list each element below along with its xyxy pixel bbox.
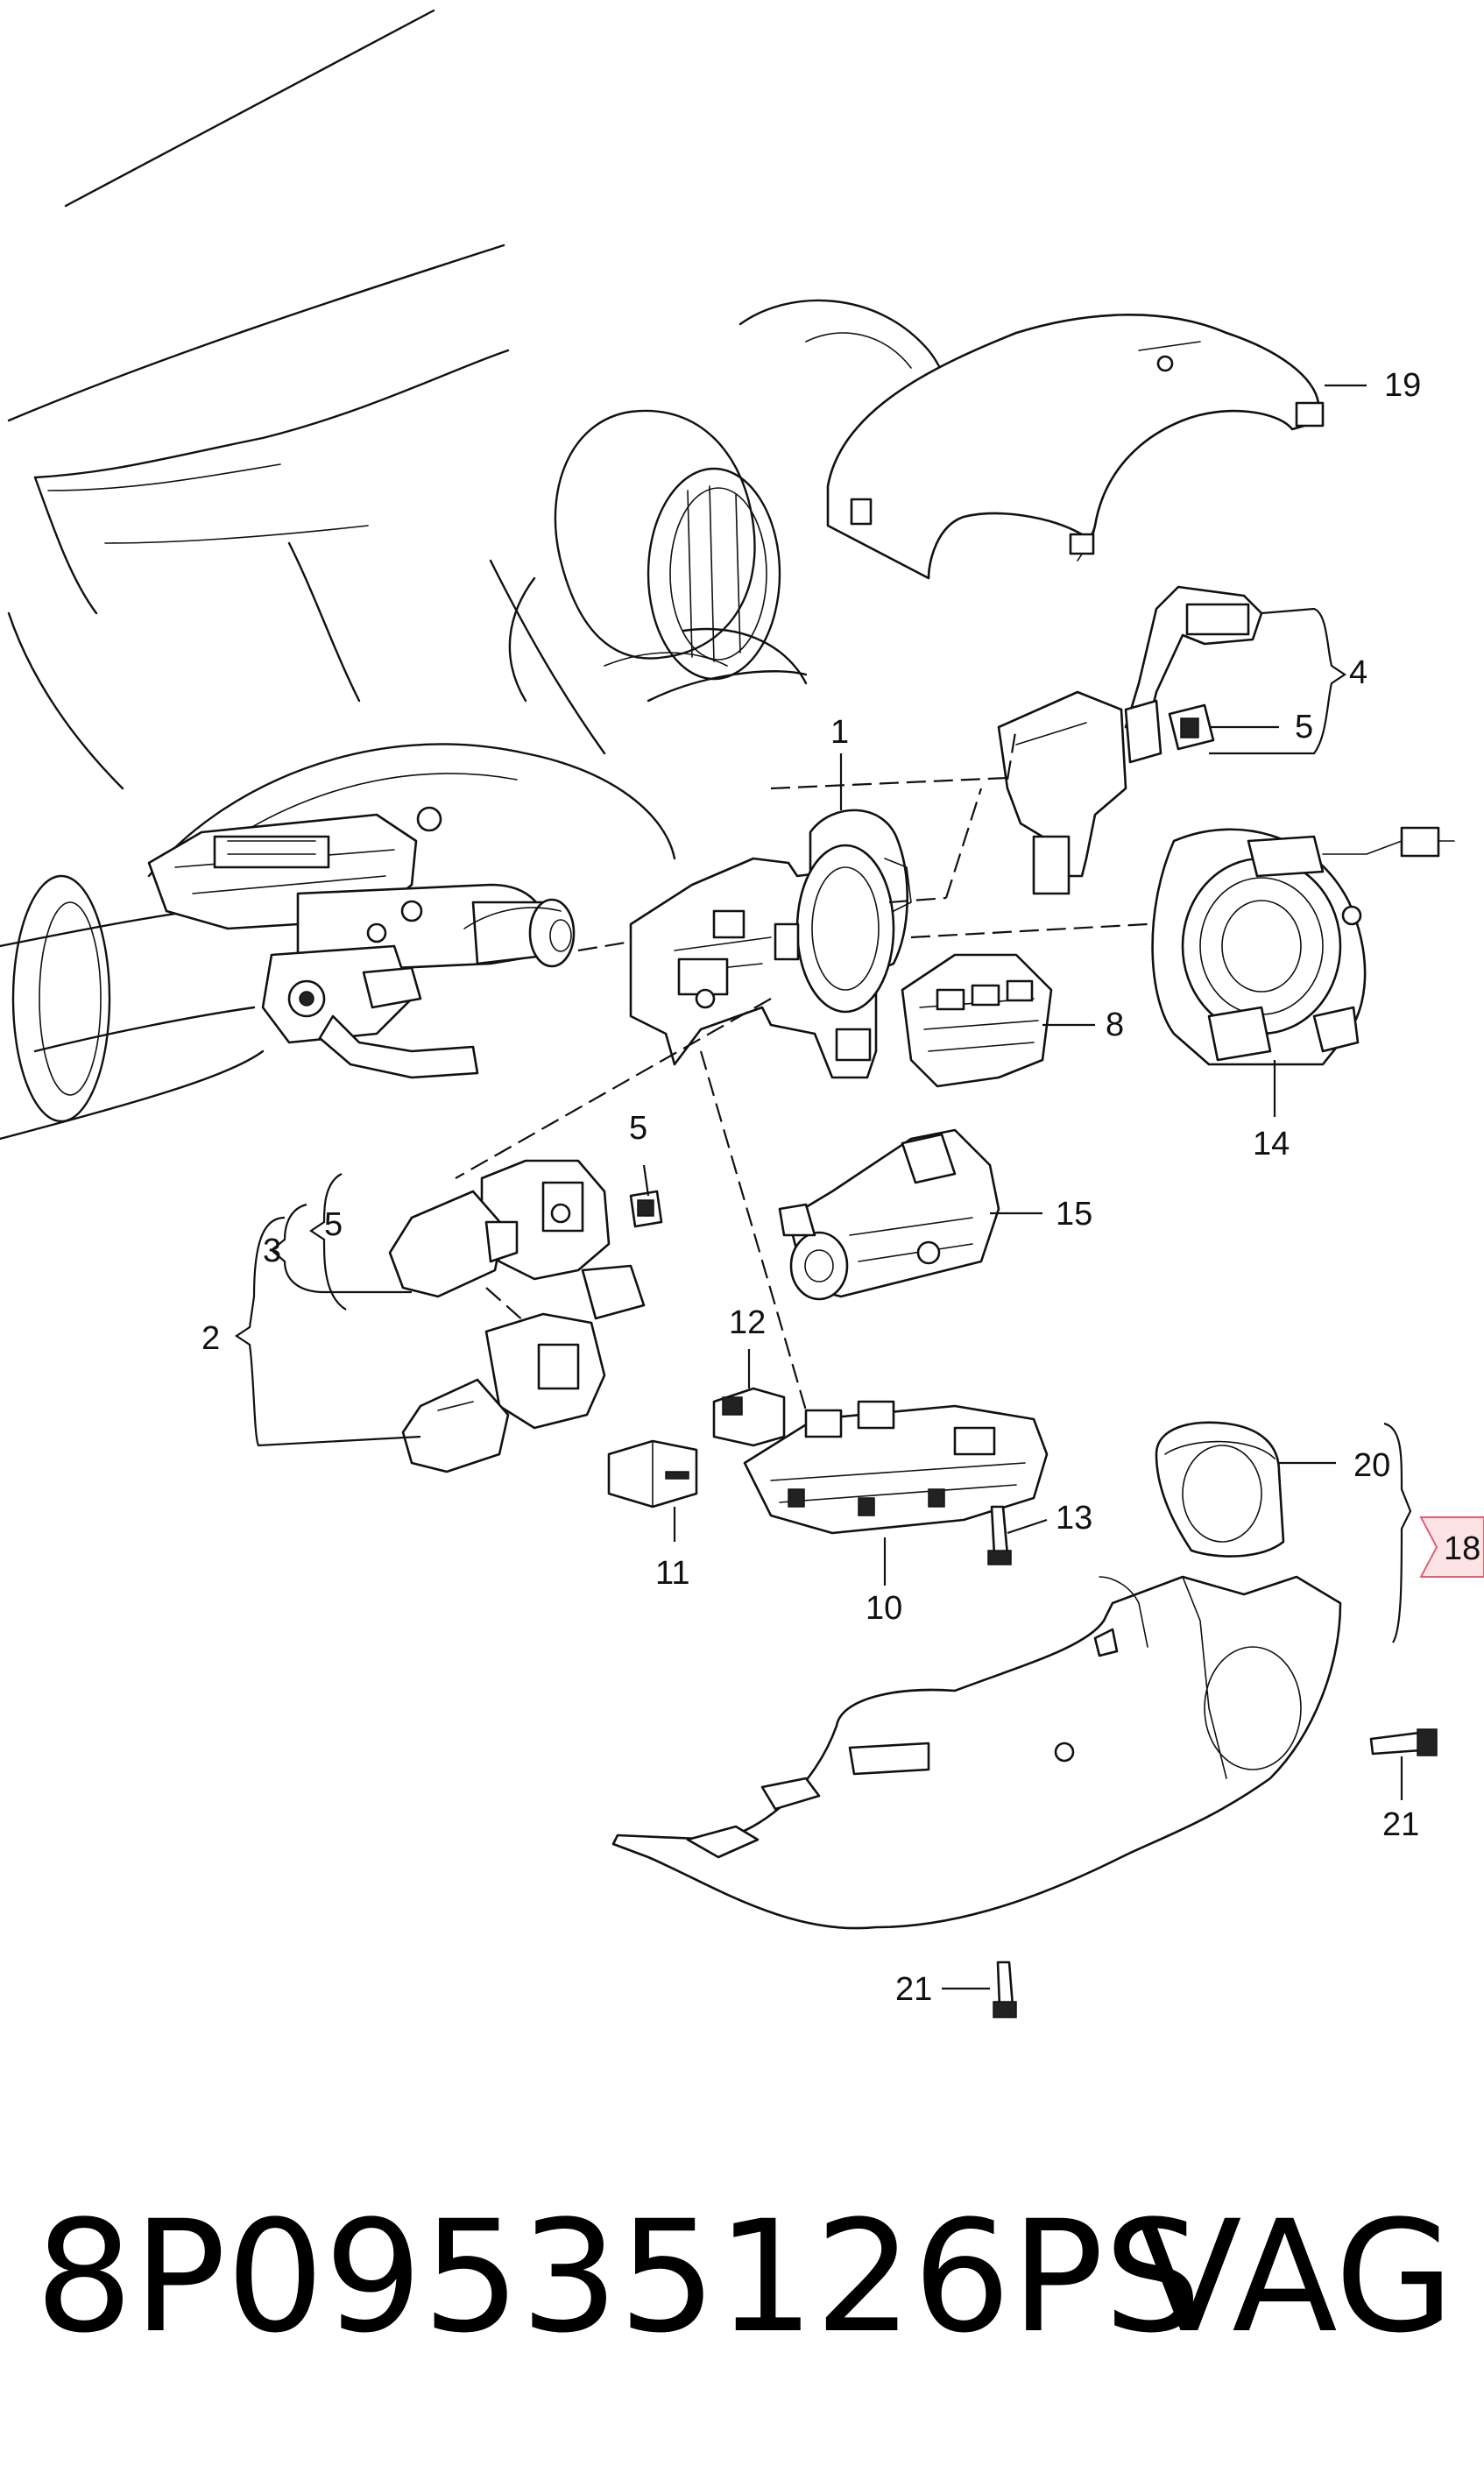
- caption-bar: 8P09535126PS VAG: [35, 2190, 1454, 2365]
- callout-4: 4: [1349, 654, 1367, 691]
- callout-labels: 1 19 4 5 8 14 15 5 5 3 2 12 11 10 13 20 …: [201, 367, 1421, 2008]
- part-21-screw-bottom: [993, 1961, 1017, 2018]
- callout-2: 2: [201, 1320, 220, 1357]
- assembly-dash-lines: [455, 726, 1148, 1411]
- dashboard-outline: [0, 9, 951, 1141]
- callout-11: 11: [655, 1555, 689, 1592]
- callout-8: 8: [1106, 1007, 1124, 1043]
- part-15-ignition-lock: [778, 1128, 1000, 1301]
- leader-lines: [235, 384, 1412, 1990]
- callout-5-left: 5: [324, 1206, 343, 1243]
- part-1-switch-housing: [629, 809, 912, 1079]
- part-3-left-stalk: [388, 1159, 663, 1320]
- callout-15: 15: [1056, 1196, 1092, 1233]
- part-11-relay: [607, 1439, 698, 1509]
- callout-21-right: 21: [1382, 1806, 1419, 1843]
- part-number-label: 8P09535126PS: [35, 2187, 1202, 2367]
- part-10-control-module: [743, 1400, 1049, 1535]
- part-4-right-stalk-switch: [997, 585, 1263, 895]
- callout-10: 10: [866, 1590, 902, 1627]
- lower-column-shroud: [611, 1575, 1342, 1930]
- part-19-upper-shroud: [826, 314, 1325, 580]
- callout-19: 19: [1384, 367, 1421, 404]
- brand-label: VAG: [1136, 2187, 1454, 2367]
- exploded-parts-diagram: 1 19 4 5 8 14 15 5 5 3 2 12 11 10 13 20 …: [0, 9, 1484, 2018]
- part-2-left-stalk-lower: [401, 1312, 606, 1473]
- callout-20: 20: [1353, 1447, 1390, 1484]
- callout-14: 14: [1253, 1126, 1290, 1162]
- reference-tab-18: 18: [1419, 1516, 1484, 1578]
- part-8-connector-block: [901, 953, 1053, 1088]
- steering-column: [147, 806, 576, 1079]
- part-20-trim-ring: [1155, 1421, 1285, 1558]
- callout-5-top: 5: [1295, 709, 1313, 745]
- part-14-clock-spring: [1151, 826, 1455, 1066]
- callout-1: 1: [830, 714, 849, 751]
- callout-21-bottom: 21: [895, 1971, 932, 2008]
- part-21-screw-right: [1369, 1728, 1438, 1756]
- callout-12: 12: [729, 1304, 766, 1341]
- callout-3: 3: [263, 1233, 281, 1269]
- callout-13: 13: [1056, 1500, 1092, 1537]
- callout-5-mid: 5: [629, 1110, 647, 1147]
- part-13-screw: [987, 1505, 1012, 1565]
- part-12-relay: [712, 1387, 786, 1447]
- reference-tab-label: 18: [1444, 1530, 1480, 1567]
